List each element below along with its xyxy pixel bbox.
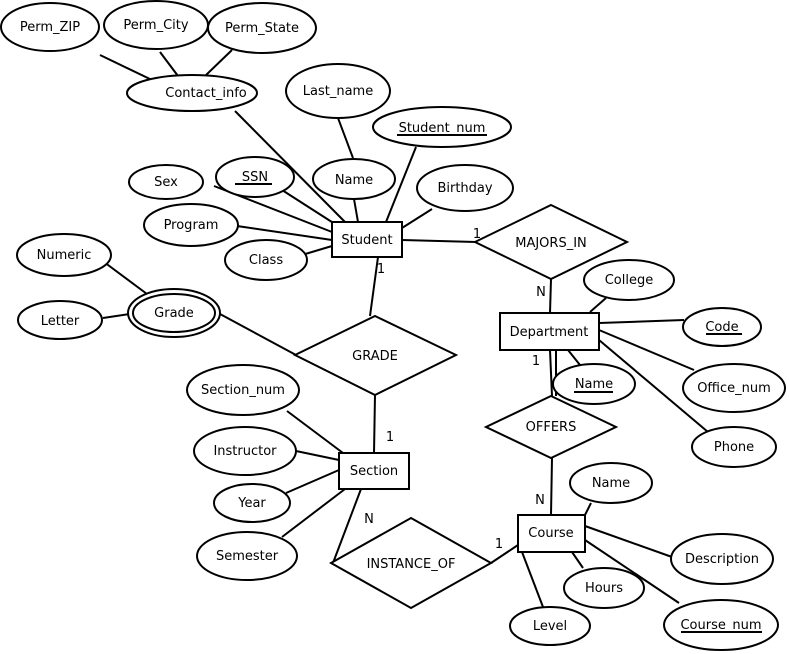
svg-text:College: College [605,273,654,288]
attribute-course-num: Course_num [663,599,779,651]
cardinality-grade-section: 1 [386,430,394,445]
svg-text:Hours: Hours [585,581,623,596]
cardinality-student-grade: 1 [377,262,385,277]
svg-text:Office_num: Office_num [697,381,771,396]
svg-text:Grade: Grade [154,306,194,321]
attribute-perm-city: Perm_City [103,0,209,50]
svg-text:Level: Level [533,619,567,634]
attribute-perm-state: Perm_State [207,2,317,54]
cardinality-student-majors: 1 [473,227,481,242]
attribute-phone: Phone [691,426,777,468]
svg-text:Student_num: Student_num [399,121,486,136]
svg-text:Perm_State: Perm_State [225,21,299,36]
attribute-code: Code [682,307,762,347]
svg-text:Sex: Sex [154,175,178,190]
cardinality-offers-course: N [535,493,545,508]
svg-text:Program: Program [164,218,219,233]
svg-text:Course_num: Course_num [680,618,761,633]
relationship-grade: GRADE [292,314,459,397]
attribute-ssn: SSN [215,156,295,198]
attribute-birthday: Birthday [416,164,514,212]
attribute-year: Year [213,483,291,523]
cardinality-instance-course: 1 [495,537,503,552]
svg-text:Description: Description [685,552,759,567]
attribute-class: Class [224,239,308,281]
attribute-last-name: Last_name [285,63,391,119]
svg-text:Class: Class [249,253,283,268]
attribute-hours: Hours [563,567,645,609]
svg-text:Code: Code [705,320,738,335]
svg-text:Name: Name [335,173,373,188]
svg-text:Contact_info: Contact_info [165,86,247,101]
svg-text:Name: Name [575,377,613,392]
attribute-grade: Grade [127,288,221,338]
svg-text:Section: Section [350,464,398,479]
attribute-sex: Sex [128,164,204,200]
attribute-contact-info: Contact_info [126,74,258,112]
cardinality-department-offers: 1 [532,354,540,369]
svg-text:Phone: Phone [714,440,754,455]
relationship-instance-of: INSTANCE_OF [328,516,494,610]
attribute-dept-name: Name [552,363,636,405]
attribute-program: Program [143,203,239,247]
svg-text:Instructor: Instructor [213,444,277,459]
entity-section: Section [338,452,410,490]
attribute-perm-zip: Perm_ZIP [0,2,100,52]
entity-department: Department [499,312,600,351]
svg-text:SSN: SSN [242,170,268,185]
svg-text:Student: Student [341,233,392,248]
svg-text:Section_num: Section_num [201,383,285,398]
svg-text:Department: Department [510,325,589,340]
relationship-majors-in: MAJORS_IN [472,203,630,281]
connector-lines [99,49,709,608]
attribute-student-name: Name [312,158,396,200]
svg-text:Course: Course [528,526,573,541]
attribute-level: Level [509,606,591,646]
svg-text:Name: Name [592,476,630,491]
svg-text:MAJORS_IN: MAJORS_IN [515,236,587,251]
attribute-office-num: Office_num [682,363,786,413]
attribute-letter: Letter [17,300,103,340]
svg-text:Last_name: Last_name [303,84,373,99]
svg-text:Semester: Semester [216,549,279,564]
attribute-instructor: Instructor [193,426,297,476]
attribute-college: College [583,259,675,301]
attribute-course-name: Name [569,462,653,504]
entity-student: Student [331,221,403,258]
attribute-numeric: Numeric [16,233,112,277]
svg-text:Perm_ZIP: Perm_ZIP [20,20,80,35]
attribute-description: Description [670,533,774,585]
svg-text:Perm_City: Perm_City [123,18,188,33]
svg-text:Numeric: Numeric [37,248,92,263]
entity-course: Course [517,514,586,553]
attribute-student-num: Student_num [372,106,512,148]
cardinality-majors-department: N [536,285,546,300]
svg-text:OFFERS: OFFERS [526,420,577,435]
svg-text:GRADE: GRADE [352,349,398,364]
svg-text:Letter: Letter [41,314,80,329]
svg-text:Year: Year [237,496,266,511]
cardinality-labels: 1 N 1 1 1 N N 1 [364,227,546,552]
relationship-offers: OFFERS [483,394,619,460]
attribute-semester: Semester [196,531,298,581]
svg-text:Birthday: Birthday [437,181,492,196]
attribute-section-num: Section_num [186,364,300,416]
svg-text:INSTANCE_OF: INSTANCE_OF [367,557,456,572]
cardinality-section-instance: N [364,512,374,527]
